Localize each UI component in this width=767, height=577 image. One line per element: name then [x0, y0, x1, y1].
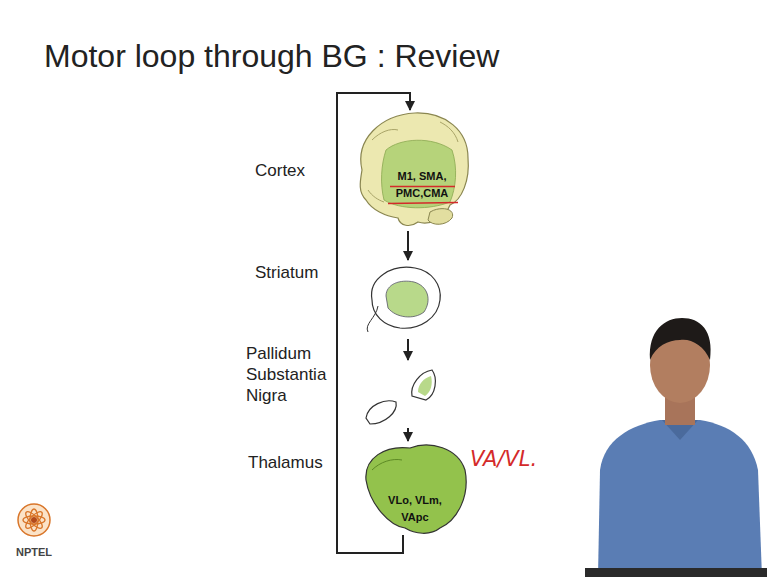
presenter-figure	[585, 318, 767, 577]
lectern-edge	[585, 568, 767, 577]
striatum-outline	[372, 267, 441, 328]
flow-arrow	[407, 231, 409, 260]
stage-label: Cortex	[255, 160, 365, 181]
loop-arrow	[337, 93, 410, 553]
flow-arrow	[407, 428, 409, 441]
thalamus-outline	[366, 445, 466, 533]
red-underline	[388, 203, 458, 204]
brain-drawing	[360, 113, 468, 226]
nptel-logo	[18, 504, 50, 536]
cerebellum	[428, 209, 453, 225]
stage-label: Striatum	[255, 262, 365, 283]
striatum-drawing	[367, 267, 440, 332]
logo-text: NPTEL	[16, 546, 52, 558]
slide-title: Motor loop through BG : Review	[44, 38, 499, 75]
region-list: M1, SMA, PMC,CMA	[384, 168, 460, 202]
nucleus-list: VLo, VLm, VApc	[383, 492, 447, 526]
stage-label: Pallidum Substantia Nigra	[246, 343, 346, 406]
flow-arrow	[407, 339, 409, 360]
handwritten-note: VA/VL.	[470, 447, 537, 471]
brain-outline	[360, 113, 468, 226]
pallidum-drawing	[366, 370, 435, 424]
stage-node: Cortex M1, SMA, PMC,CMA	[240, 110, 470, 228]
pallidum-outline	[412, 370, 436, 400]
thalamus-drawing	[366, 445, 466, 533]
striatum-fill	[386, 281, 428, 317]
stage-node: Pallidum Substantia Nigra	[240, 362, 470, 425]
nigra-outline	[366, 401, 396, 424]
stage-node: ThalamusVLo, VLm, VApc	[240, 443, 470, 535]
stage-node: Striatum	[240, 262, 470, 336]
pallidum-fill	[418, 376, 432, 396]
shirt	[598, 420, 762, 577]
stage-label: Thalamus	[248, 452, 358, 473]
thalamus-detail	[372, 459, 402, 470]
hair	[650, 318, 711, 360]
caudate-tail	[367, 306, 378, 332]
